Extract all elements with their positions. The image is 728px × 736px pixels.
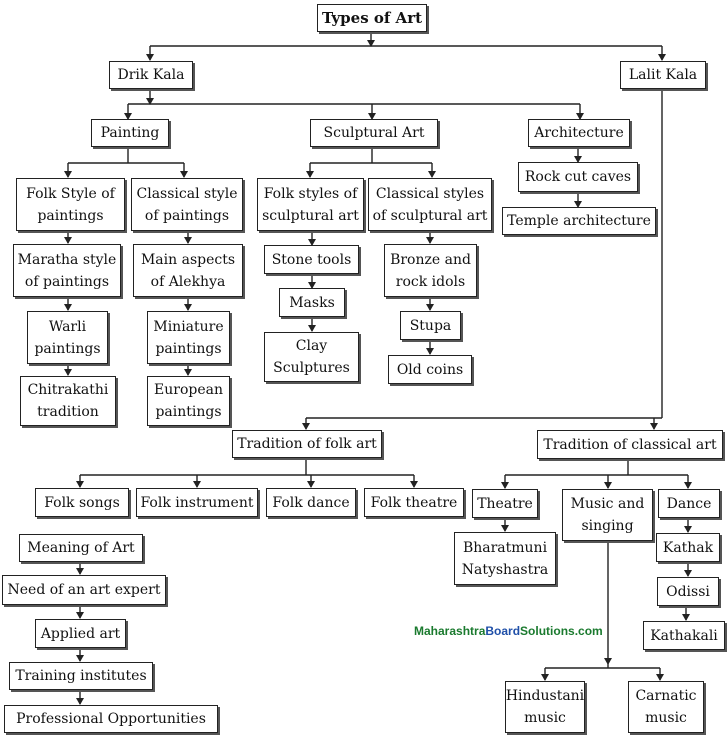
node-music-singing: Music and singing bbox=[562, 489, 653, 541]
node-meaning-of-art: Meaning of Art bbox=[19, 534, 143, 562]
node-chitrakathi-tradition: Chitrakathi tradition bbox=[20, 376, 116, 426]
node-temple-architecture: Temple architecture bbox=[502, 207, 656, 235]
node-european-paintings: European paintings bbox=[147, 376, 230, 426]
node-stone-tools: Stone tools bbox=[264, 245, 359, 274]
node-stupa: Stupa bbox=[400, 311, 461, 340]
node-folk-songs: Folk songs bbox=[35, 488, 129, 517]
node-bharatmuni-natyshastra: Bharatmuni Natyshastra bbox=[454, 532, 556, 585]
node-dance: Dance bbox=[658, 489, 720, 518]
node-professional-opportunities: Professional Opportunities bbox=[4, 705, 218, 733]
node-classical-styles-sculptural: Classical styles of sculptural art bbox=[368, 178, 492, 231]
node-old-coins: Old coins bbox=[388, 355, 472, 384]
node-need-art-expert: Need of an art expert bbox=[2, 575, 166, 605]
node-kathakali: Kathakali bbox=[643, 621, 725, 650]
node-architecture: Architecture bbox=[528, 119, 630, 147]
node-folk-styles-sculptural: Folk styles of sculptural art bbox=[257, 178, 364, 231]
node-folk-theatre: Folk theatre bbox=[364, 488, 464, 517]
node-hindustani-music: Hindustani music bbox=[505, 681, 585, 733]
node-odissi: Odissi bbox=[657, 577, 719, 606]
node-training-institutes: Training institutes bbox=[9, 662, 153, 690]
node-folk-dance: Folk dance bbox=[266, 488, 356, 517]
node-painting: Painting bbox=[91, 119, 169, 147]
node-folk-instrument: Folk instrument bbox=[136, 488, 258, 517]
node-masks: Masks bbox=[279, 288, 345, 317]
node-clay-sculptures: Clay Sculptures bbox=[264, 332, 359, 382]
node-miniature-paintings: Miniature paintings bbox=[147, 311, 230, 364]
node-types-of-art: Types of Art bbox=[317, 4, 427, 32]
node-kathak: Kathak bbox=[656, 533, 720, 562]
node-bronze-rock-idols: Bronze and rock idols bbox=[384, 244, 477, 297]
node-rock-cut-caves: Rock cut caves bbox=[518, 162, 638, 192]
watermark: MaharashtraBoardSolutions.com bbox=[414, 624, 603, 638]
node-applied-art: Applied art bbox=[35, 619, 126, 648]
node-main-aspects-alekhya: Main aspects of Alekhya bbox=[133, 244, 243, 297]
node-folk-style-paintings: Folk Style of paintings bbox=[16, 178, 125, 231]
node-drik-kala: Drik Kala bbox=[109, 61, 193, 89]
node-sculptural-art: Sculptural Art bbox=[310, 119, 438, 147]
node-theatre: Theatre bbox=[472, 489, 538, 518]
node-tradition-folk-art: Tradition of folk art bbox=[232, 430, 382, 458]
node-maratha-style: Maratha style of paintings bbox=[13, 244, 121, 297]
node-warli-paintings: Warli paintings bbox=[27, 311, 108, 364]
node-classical-style-paintings: Classical style of paintings bbox=[131, 178, 243, 231]
node-lalit-kala: Lalit Kala bbox=[620, 61, 706, 89]
node-carnatic-music: Carnatic music bbox=[628, 681, 704, 733]
node-tradition-classical-art: Tradition of classical art bbox=[537, 430, 723, 459]
